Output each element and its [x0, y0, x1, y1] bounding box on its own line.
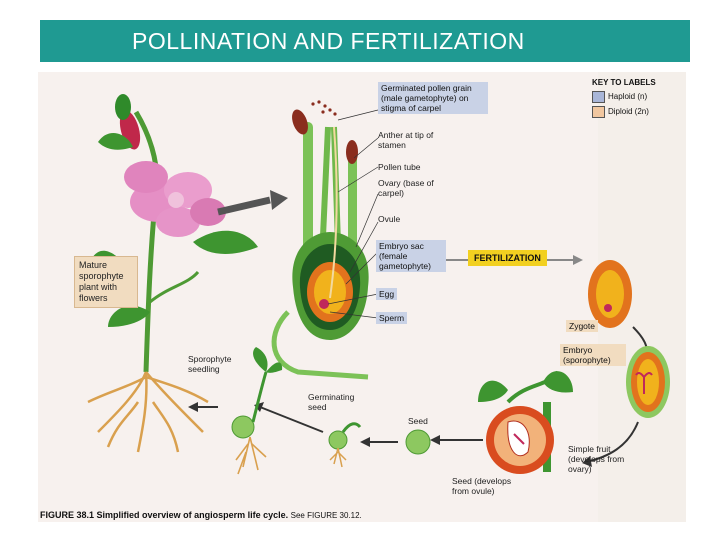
- zygote-illustration: [588, 260, 632, 328]
- haploid-swatch: [592, 91, 605, 103]
- figure-caption-see: See FIGURE 30.12.: [290, 511, 362, 520]
- label-sporophyte-seedling: Sporophyte seedling: [188, 354, 232, 374]
- seed-illustration: [405, 429, 431, 455]
- label-seed: Seed: [408, 416, 428, 426]
- fertilization-label: FERTILIZATION: [468, 250, 547, 266]
- label-pollen-tube: Pollen tube: [378, 162, 421, 172]
- germinating-seed-illustration: [328, 422, 362, 468]
- page-title: POLLINATION AND FERTILIZATION: [132, 28, 525, 54]
- label-seed-develops: Seed (develops from ovule): [452, 476, 512, 496]
- carpel-illustration: [271, 100, 379, 380]
- label-anther: Anther at tip of stamen: [378, 130, 434, 150]
- label-mature-sporophyte: Mature sporophyte plant with flowers: [74, 256, 138, 308]
- label-egg: Egg: [376, 288, 398, 300]
- key-to-labels: KEY TO LABELS Haploid (n) Diploid (2n): [592, 78, 684, 118]
- figure-number: FIGURE 38.1: [40, 510, 95, 520]
- key-diploid-row: Diploid (2n): [592, 106, 684, 118]
- diploid-swatch: [592, 106, 605, 118]
- key-title: KEY TO LABELS: [592, 78, 656, 87]
- figure-caption: FIGURE 38.1 Simplified overview of angio…: [40, 510, 362, 520]
- figure-caption-text: Simplified overview of angiosperm life c…: [96, 510, 289, 520]
- key-haploid-row: Haploid (n): [592, 91, 684, 103]
- label-germinating-seed: Germinating seed: [308, 392, 355, 412]
- life-cycle-illustration: [38, 72, 686, 522]
- key-diploid-label: Diploid (2n): [608, 107, 649, 117]
- label-ovary: Ovary (base of carpel): [378, 178, 434, 198]
- label-sperm: Sperm: [376, 312, 408, 324]
- label-embryo: Embryo (sporophyte): [560, 344, 626, 366]
- embryo-illustration: [626, 346, 670, 418]
- label-ovule: Ovule: [378, 214, 401, 224]
- life-cycle-figure: KEY TO LABELS Haploid (n) Diploid (2n) G…: [38, 72, 686, 522]
- label-embryo-sac: Embryo sac (female gametophyte): [376, 240, 446, 272]
- fruit-illustration: [478, 370, 573, 474]
- seedling-illustration: [231, 347, 283, 475]
- key-haploid-label: Haploid (n): [608, 92, 648, 102]
- label-zygote: Zygote: [566, 320, 598, 332]
- label-simple-fruit: Simple fruit (develops from ovary): [568, 444, 625, 474]
- title-bar: POLLINATION AND FERTILIZATION: [40, 20, 690, 62]
- label-germinated-pollen: Germinated pollen grain (male gametophyt…: [378, 82, 488, 114]
